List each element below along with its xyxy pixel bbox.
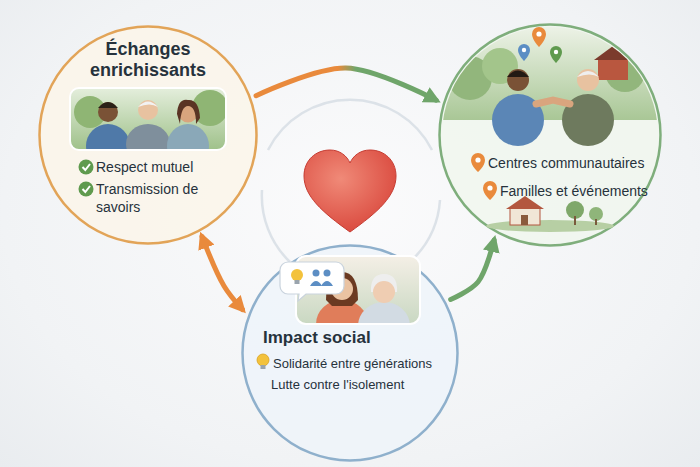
node-item: Transmission de savoirs [96,180,216,216]
node-item: Solidarité entre générations [273,356,432,373]
circle-outline [241,244,459,462]
map-pin [550,46,562,63]
text-slot: Solidarité entre générations [273,354,453,373]
map-pin [518,44,530,61]
swirl [262,100,440,262]
text-slot: Centres communautaires [488,154,660,172]
text-slot: Impact social [263,328,433,348]
text-slot: Familles et événements [500,182,660,200]
text-slot: Transmission de savoirs [96,180,216,216]
node-item: Lutte contre l'isolement [271,377,404,394]
flow-arrow [202,237,242,310]
node-item: Centres communautaires [488,154,644,172]
map-pin [532,27,546,47]
check-icon [79,160,94,175]
map-pin [471,153,485,172]
flow-arrow [451,240,494,299]
people-photo [70,88,226,150]
text-slot: Lutte contre l'isolement [271,375,447,394]
house-scene [486,196,614,232]
handshake-photo [440,25,660,146]
node-item: Respect mutuel [96,158,236,176]
heart-symbol [304,150,396,232]
bulb-icon [257,354,269,369]
photo-frame [296,256,420,324]
check-icon [79,182,94,197]
circle-border [243,246,458,461]
circle-node: Échanges enrichissantsRespect mutuelTran… [38,25,258,245]
flow-arrow [256,68,436,100]
text-slot: Respect mutuel [96,158,236,176]
node-item: Familles et événements [500,182,648,200]
circle-border [440,25,661,246]
photo-frame [70,88,226,150]
text-slot: Échanges enrichissants [63,39,233,81]
women-photo [296,256,420,324]
node-heading: Échanges enrichissants [63,39,233,81]
circle-border [40,27,257,244]
circle-node: Impact socialSolidarité entre génération… [241,244,459,462]
node-heading: Impact social [263,328,433,348]
idea-bubble [280,262,344,301]
circle-node: Centres communautairesFamilles et événem… [438,23,662,247]
map-pin [483,181,497,200]
circle-outline [438,23,662,247]
